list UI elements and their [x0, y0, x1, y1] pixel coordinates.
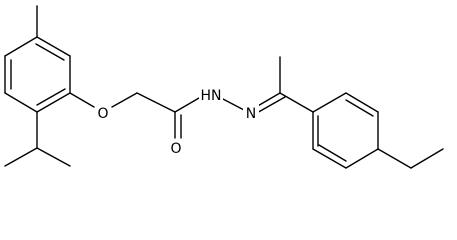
bond	[69, 92, 95, 108]
chemical-structure: O O HN N	[4, 5, 444, 169]
bond	[345, 99, 374, 117]
bond	[36, 147, 71, 167]
bond	[279, 92, 314, 113]
bond	[318, 144, 347, 162]
bond	[36, 36, 71, 57]
bond	[255, 92, 281, 108]
atom-labels: O O HN N	[95, 86, 259, 157]
carbonyl-oxygen-label: O	[170, 141, 181, 157]
bond	[345, 92, 379, 113]
bonds	[4, 5, 444, 169]
bond	[254, 96, 286, 115]
bond	[312, 92, 347, 113]
bond	[35, 43, 65, 61]
bond	[36, 92, 71, 113]
ether-oxygen-label: O	[97, 106, 108, 122]
bond	[312, 148, 347, 169]
imine-nitrogen-label: N	[246, 106, 256, 122]
bond	[136, 92, 176, 113]
bond	[174, 97, 200, 113]
bond	[377, 148, 412, 169]
bond	[345, 148, 379, 169]
bond	[220, 97, 245, 111]
bond	[111, 92, 138, 108]
bond	[4, 36, 38, 57]
bond	[4, 92, 38, 113]
bond	[4, 147, 38, 167]
bond	[410, 148, 444, 169]
bond	[36, 88, 66, 106]
hydrazide-nh-label: HN	[201, 88, 222, 104]
